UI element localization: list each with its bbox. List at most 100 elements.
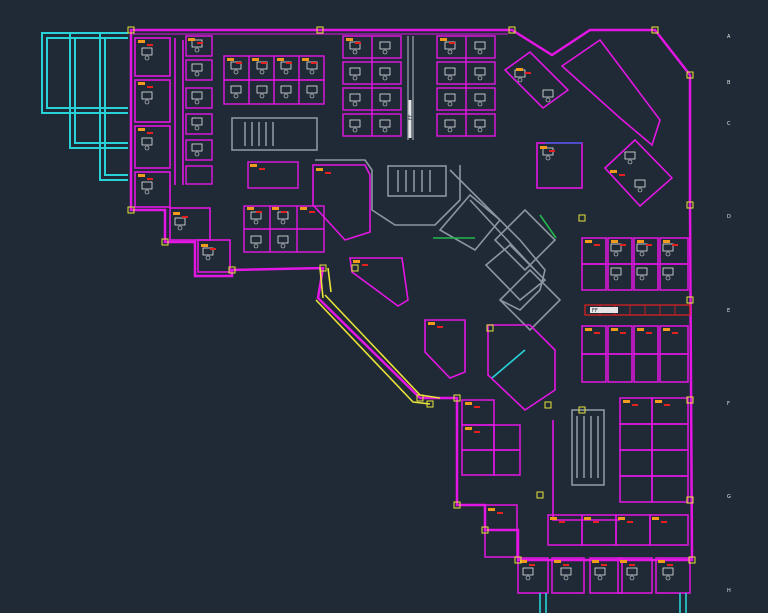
corridor-tag-vertical: FF — [408, 114, 414, 120]
grid-marker-f[interactable]: F — [727, 401, 730, 407]
room-tag — [138, 82, 145, 85]
room-tag-marker — [667, 564, 673, 566]
grid-marker-h[interactable]: H — [727, 588, 731, 594]
room-tag — [440, 38, 447, 41]
room-tag-marker — [474, 431, 480, 433]
grid-marker-a[interactable]: A — [727, 34, 731, 40]
desk-icon — [306, 85, 318, 94]
chair-icon — [639, 275, 645, 281]
room-tag-marker — [627, 521, 633, 523]
grid-marker-d[interactable]: D — [727, 214, 731, 220]
room-tag-marker — [620, 244, 626, 246]
desk-icon — [379, 93, 391, 102]
room-tag — [585, 328, 592, 331]
room-tag — [637, 240, 644, 243]
chair-icon — [283, 93, 289, 99]
column-icon — [686, 71, 694, 79]
room-tag — [652, 517, 659, 520]
desk-icon — [636, 243, 648, 252]
room-tag-marker — [525, 72, 531, 74]
yellow-corridor — [315, 267, 441, 405]
column-icon — [508, 26, 516, 34]
room-tag-marker — [311, 62, 317, 64]
grid-marker-e[interactable]: E — [727, 308, 730, 314]
desk-icon — [444, 93, 456, 102]
chair-icon — [629, 575, 635, 581]
grid-marker-b[interactable]: B — [727, 80, 731, 86]
room-tag — [316, 168, 323, 171]
desk-icon — [141, 47, 153, 56]
chair-icon — [144, 55, 150, 61]
grid-marker-c[interactable]: C — [727, 121, 731, 127]
chair-icon — [194, 99, 200, 105]
chair-icon — [665, 275, 671, 281]
chair-icon — [352, 49, 358, 55]
chair-icon — [352, 127, 358, 133]
desk-icon — [379, 119, 391, 128]
desk-icon — [662, 243, 674, 252]
desk-icon — [141, 137, 153, 146]
bottom-conference-pods — [517, 557, 691, 594]
room-tag-marker — [594, 332, 600, 334]
cyan-external-bays — [41, 32, 128, 181]
room-tag-marker — [281, 211, 287, 213]
room-tag — [663, 240, 670, 243]
column-icon — [453, 501, 461, 509]
chair-icon — [382, 101, 388, 107]
room-tag — [252, 58, 259, 61]
room-tag-marker — [309, 211, 315, 213]
bottom-cyan-stubs — [539, 593, 687, 613]
column-icon — [161, 238, 169, 246]
right-wing-offices-upper — [581, 237, 689, 383]
room-tag-marker — [619, 174, 625, 176]
corridor-tag-horizontal: FF — [592, 308, 598, 314]
desk-icon — [349, 119, 361, 128]
room-tag-marker — [437, 326, 443, 328]
desk-icon — [379, 67, 391, 76]
desk-icon — [634, 179, 646, 188]
desk-icon — [349, 67, 361, 76]
room-tag — [227, 58, 234, 61]
column-grid-icons — [127, 26, 696, 564]
column-icon — [686, 201, 694, 209]
chair-icon — [477, 127, 483, 133]
room-tag — [428, 322, 435, 325]
chair-icon — [477, 75, 483, 81]
chair-icon — [597, 575, 603, 581]
room-tag-marker — [210, 248, 216, 250]
room-tag-marker — [620, 332, 626, 334]
grid-marker-g[interactable]: G — [727, 494, 731, 500]
chair-icon — [447, 101, 453, 107]
desk-icon — [610, 267, 622, 276]
room-tag-marker — [236, 62, 242, 64]
desk-icon — [250, 211, 262, 220]
room-tag-marker — [355, 42, 361, 44]
chair-icon — [233, 93, 239, 99]
room-tag — [465, 402, 472, 405]
building-shell — [129, 28, 694, 562]
room-tag — [272, 207, 279, 210]
right-wing-offices-lower — [461, 397, 689, 558]
room-tag-marker — [147, 178, 153, 180]
room-tag-marker — [474, 406, 480, 408]
column-icon — [351, 264, 359, 272]
grid-markers: A B C D E F G H — [727, 34, 731, 594]
room-tag — [611, 328, 618, 331]
desk-icon — [610, 243, 622, 252]
room-tag — [623, 400, 630, 403]
desk-icon — [191, 63, 203, 72]
chair-icon — [253, 243, 259, 249]
desk-icon — [256, 85, 268, 94]
room-tag-marker — [559, 521, 565, 523]
column-icon — [416, 394, 424, 402]
chair-icon — [545, 97, 551, 103]
top-workstation-pods — [185, 35, 496, 253]
red-corridor-strip — [584, 304, 691, 316]
chair-icon — [382, 75, 388, 81]
chair-icon — [665, 251, 671, 257]
accent-lines — [408, 100, 582, 379]
desk-icon — [514, 69, 526, 78]
column-icon — [426, 400, 434, 408]
room-tag-marker — [286, 62, 292, 64]
